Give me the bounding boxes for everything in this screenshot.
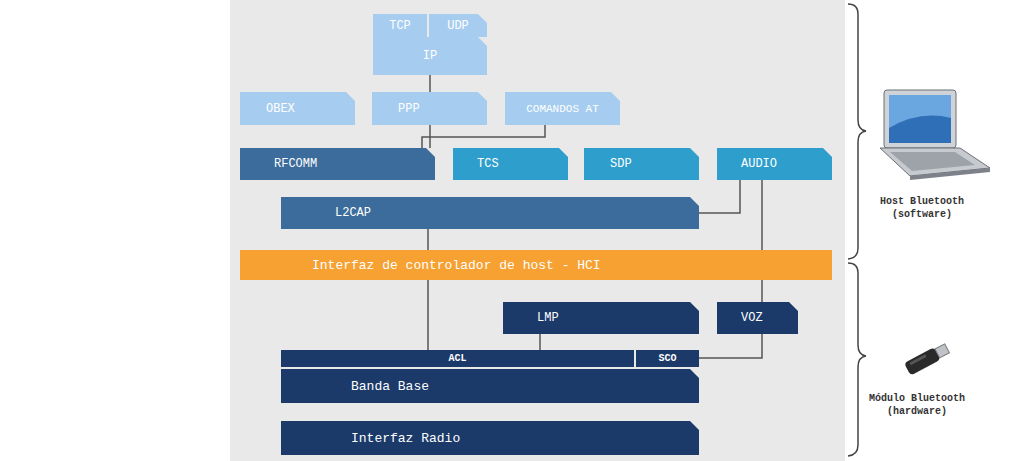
background-panel	[230, 0, 845, 461]
connector-line	[699, 180, 740, 213]
protocol-box: UDP	[429, 14, 487, 37]
protocol-box: Interfaz de controlador de host - HCI	[240, 250, 832, 280]
connector-line	[699, 334, 762, 358]
box-label: IP	[423, 49, 437, 63]
brace	[848, 263, 866, 456]
brace	[848, 4, 866, 259]
protocol-box: SCO	[636, 350, 699, 367]
box-label: ACL	[448, 353, 466, 364]
protocol-box: TCP	[373, 14, 427, 37]
box-label: UDP	[447, 19, 469, 33]
box-label: TCP	[389, 19, 411, 33]
protocol-box: LMP	[503, 302, 699, 334]
protocol-box: Interfaz Radio	[281, 421, 699, 455]
connector-line	[427, 280, 429, 350]
box-label: PPP	[398, 102, 420, 116]
connector-line	[539, 334, 541, 350]
box-label: TCS	[477, 157, 499, 171]
usb-dongle-illustration	[904, 342, 950, 375]
protocol-box: VOZ	[717, 302, 798, 334]
box-label: AUDIO	[741, 157, 777, 171]
box-label: L2CAP	[335, 206, 371, 220]
protocol-box: RFCOMM	[240, 148, 435, 180]
box-label: Interfaz Radio	[351, 431, 460, 446]
laptop-illustration	[880, 90, 990, 180]
protocol-box: SDP	[584, 148, 699, 180]
protocol-box: COMANDOS AT	[505, 92, 620, 125]
protocol-box: PPP	[372, 92, 487, 125]
box-label: SDP	[610, 157, 632, 171]
protocol-box: TCS	[453, 148, 568, 180]
box-label: VOZ	[741, 311, 763, 325]
protocol-box: ACL	[281, 350, 634, 367]
connector-line	[761, 180, 763, 250]
connector-line	[761, 280, 763, 302]
box-label: LMP	[537, 311, 559, 325]
box-label: SCO	[658, 353, 676, 364]
protocol-box: L2CAP	[281, 197, 699, 229]
connector-line	[422, 125, 545, 148]
layer-caption: Host Bluetooth (software)	[862, 195, 982, 221]
box-label: OBEX	[266, 102, 295, 116]
protocol-box: Banda Base	[281, 369, 699, 403]
layer-caption: Módulo Bluetooth (hardware)	[852, 392, 982, 418]
protocol-box: IP	[373, 37, 487, 75]
connector-line	[427, 229, 429, 250]
protocol-box: AUDIO	[717, 148, 832, 180]
box-label: COMANDOS AT	[526, 103, 599, 115]
box-label: Banda Base	[351, 379, 429, 394]
connector-line	[429, 75, 431, 92]
box-label: Interfaz de controlador de host - HCI	[312, 258, 601, 273]
box-label: RFCOMM	[274, 157, 317, 171]
protocol-box: OBEX	[240, 92, 355, 125]
